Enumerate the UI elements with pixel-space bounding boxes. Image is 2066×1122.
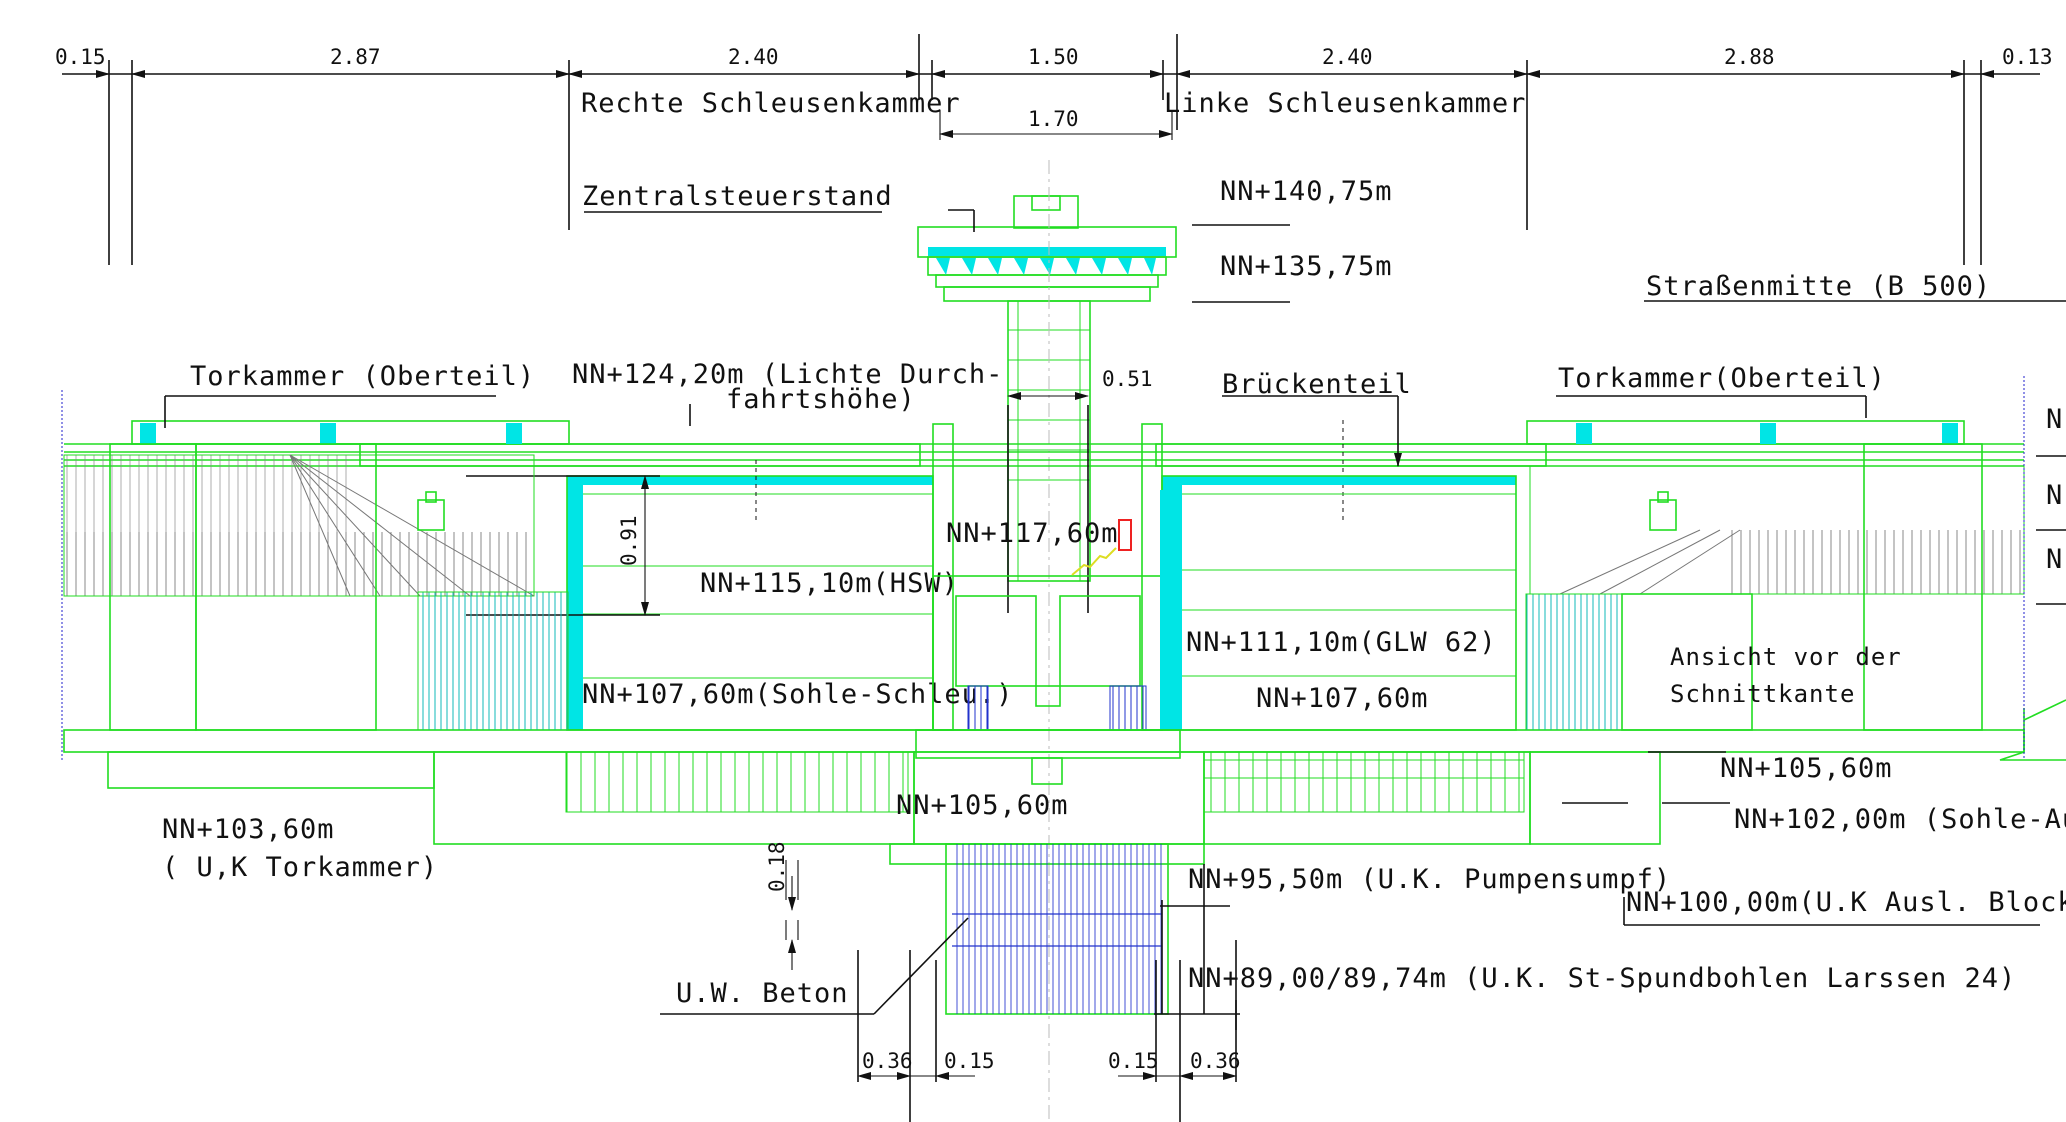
dim-0-15-bottom-left: 0.15 bbox=[944, 1049, 995, 1073]
level-nn-117-60: NN+117,60m bbox=[946, 518, 1119, 549]
label-left-lock-chamber: Linke Schleusenkammer bbox=[1164, 88, 1526, 119]
right-gate-chamber bbox=[1525, 376, 2025, 760]
dim-2-40-left: 2.40 bbox=[728, 45, 779, 69]
top-dimension-chain bbox=[62, 34, 2040, 265]
label-clearance-line2: fahrtshöhe) bbox=[726, 384, 916, 415]
level-nn-115-10-hsw: NN+115,10m(HSW) bbox=[700, 568, 959, 599]
dim-0-15-left: 0.15 bbox=[55, 45, 106, 69]
label-clearance-line1: NN+124,20m (Lichte Durch- bbox=[572, 359, 1003, 390]
label-bridge-part: Brückenteil bbox=[1222, 369, 1412, 400]
dim-0-13-right: 0.13 bbox=[2002, 45, 2053, 69]
label-gate-chamber-right: Torkammer(Oberteil) bbox=[1558, 363, 1886, 394]
level-edge-n1: N bbox=[2046, 404, 2063, 435]
dim-0-36-left: 0.36 bbox=[862, 1049, 913, 1073]
dim-2-87: 2.87 bbox=[330, 45, 381, 69]
level-nn-103-60: NN+103,60m bbox=[162, 814, 335, 845]
label-view-before-cut-line1: Ansicht vor der bbox=[1670, 643, 1902, 671]
dim-2-88: 2.88 bbox=[1724, 45, 1775, 69]
level-edge-n2: N bbox=[2046, 480, 2063, 511]
label-street-center: Straßenmitte (B 500) bbox=[1646, 271, 1991, 302]
pump-sump bbox=[889, 843, 1205, 1015]
level-nn-140-75: NN+140,75m bbox=[1220, 176, 1393, 207]
central-pier bbox=[915, 490, 1181, 785]
dim-0-51: 0.51 bbox=[1102, 367, 1153, 391]
level-nn-107-60: NN+107,60m bbox=[1256, 683, 1429, 714]
level-nn-105-60-right: NN+105,60m bbox=[1720, 753, 1893, 784]
level-nn-111-10-glw: NN+111,10m(GLW 62) bbox=[1186, 627, 1497, 658]
level-nn-135-75: NN+135,75m bbox=[1220, 251, 1393, 282]
dim-0-91: 0.91 bbox=[617, 515, 641, 566]
left-gate-chamber bbox=[61, 390, 569, 760]
dim-0-36-right: 0.36 bbox=[1190, 1049, 1241, 1073]
control-tower bbox=[917, 160, 1177, 1120]
label-gate-chamber-left: Torkammer (Oberteil) bbox=[190, 361, 535, 392]
tower-glazing bbox=[928, 247, 1166, 275]
dim-1-50: 1.50 bbox=[1028, 45, 1079, 69]
label-central-control-stand: Zentralsteuerstand bbox=[582, 181, 893, 212]
level-nn-107-60-lock-floor: NN+107,60m(Sohle-Schleu.) bbox=[582, 679, 1013, 710]
dim-0-18: 0.18 bbox=[765, 841, 789, 892]
level-nn-105-60-center: NN+105,60m bbox=[896, 790, 1069, 821]
level-edge-n3: N bbox=[2046, 544, 2063, 575]
label-gate-chamber-underside: ( U,K Torkammer) bbox=[162, 852, 438, 883]
dim-0-15-bottom-right: 0.15 bbox=[1108, 1049, 1159, 1073]
bridge-deck bbox=[64, 420, 2024, 467]
level-nn-102-00: NN+102,00m (Sohle-Aus bbox=[1734, 804, 2066, 835]
foundation bbox=[63, 699, 2066, 845]
level-nn-89-00: NN+89,00/89,74m (U.K. St-Spundbohlen Lar… bbox=[1188, 963, 2016, 994]
label-right-lock-chamber: Rechte Schleusenkammer bbox=[581, 88, 961, 119]
label-underwater-concrete: U.W. Beton bbox=[676, 978, 849, 1009]
dim-1-70: 1.70 bbox=[1028, 107, 1079, 131]
level-nn-95-50: NN+95,50m (U.K. Pumpensumpf) bbox=[1188, 864, 1671, 895]
label-view-before-cut-line2: Schnittkante bbox=[1670, 680, 1855, 708]
level-nn-100-00: NN+100,00m(U.K Ausl. Block bbox=[1626, 887, 2066, 918]
dim-2-40-right: 2.40 bbox=[1322, 45, 1373, 69]
